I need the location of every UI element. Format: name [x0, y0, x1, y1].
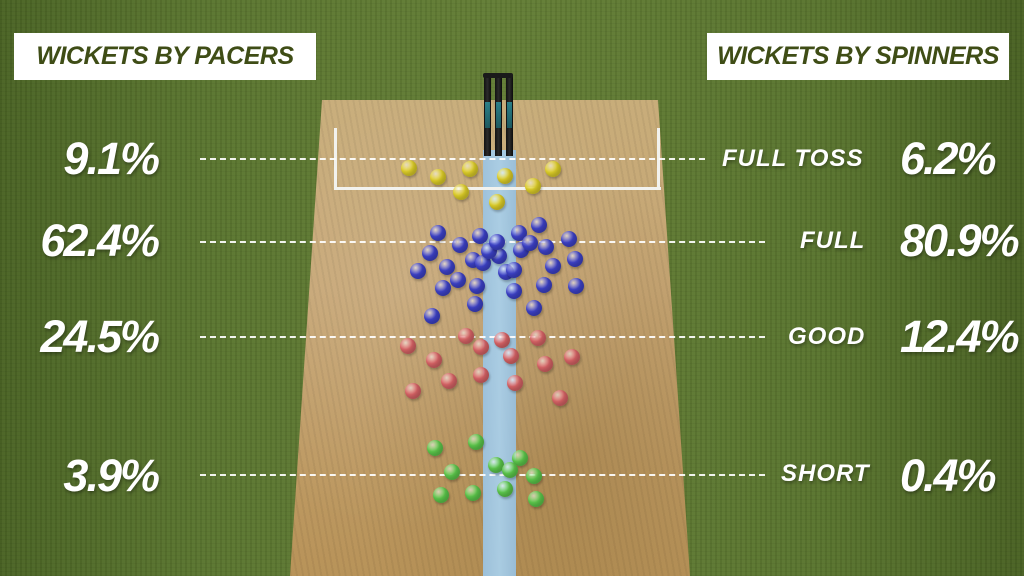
full-label: FULL: [800, 227, 866, 254]
full-ball-marker: [467, 296, 483, 312]
good-ball-marker: [473, 339, 489, 355]
good-guide-line: [200, 336, 765, 338]
pacers-full-pct: 62.4%: [40, 215, 160, 266]
full-toss-ball-marker: [401, 160, 417, 176]
full-toss-ball-marker: [497, 168, 513, 184]
full-toss-label: FULL TOSS: [722, 145, 864, 172]
short-label: SHORT: [781, 460, 870, 487]
pacers-header: WICKETS BY PACERS: [14, 33, 316, 80]
good-label: GOOD: [788, 323, 866, 350]
short-ball-marker: [444, 464, 460, 480]
good-ball-marker: [530, 330, 546, 346]
full-toss-ball-marker: [489, 194, 505, 210]
full-toss-ball-marker: [462, 161, 478, 177]
pacers-full-toss-pct: 9.1%: [63, 133, 160, 184]
full-ball-marker: [545, 258, 561, 274]
spinners-header: WICKETS BY SPINNERS: [707, 33, 1009, 80]
spinners-good-pct: 12.4%: [900, 311, 1020, 362]
good-ball-marker: [441, 373, 457, 389]
short-ball-marker: [488, 457, 504, 473]
stump-left: [484, 76, 491, 156]
full-ball-marker: [422, 245, 438, 261]
full-ball-marker: [469, 278, 485, 294]
short-ball-marker: [502, 462, 518, 478]
good-ball-marker: [405, 383, 421, 399]
full-ball-marker: [536, 277, 552, 293]
bails: [483, 73, 513, 78]
short-ball-marker: [497, 481, 513, 497]
stump-right: [506, 76, 513, 156]
spinners-short-pct: 0.4%: [900, 450, 997, 501]
full-ball-marker: [567, 251, 583, 267]
full-ball-marker: [430, 225, 446, 241]
full-ball-marker: [435, 280, 451, 296]
good-ball-marker: [426, 352, 442, 368]
spinners-full-pct: 80.9%: [900, 215, 1020, 266]
full-ball-marker: [472, 228, 488, 244]
short-ball-marker: [526, 468, 542, 484]
good-ball-marker: [507, 375, 523, 391]
full-ball-marker: [489, 234, 505, 250]
full-toss-ball-marker: [545, 161, 561, 177]
short-ball-marker: [528, 491, 544, 507]
full-ball-marker: [424, 308, 440, 324]
full-ball-marker: [561, 231, 577, 247]
good-ball-marker: [537, 356, 553, 372]
full-ball-marker: [439, 259, 455, 275]
good-ball-marker: [552, 390, 568, 406]
short-ball-marker: [512, 450, 528, 466]
full-ball-marker: [506, 283, 522, 299]
short-ball-marker: [468, 434, 484, 450]
short-ball-marker: [427, 440, 443, 456]
good-ball-marker: [494, 332, 510, 348]
full-toss-guide-line: [200, 158, 705, 160]
good-ball-marker: [503, 348, 519, 364]
full-ball-marker: [568, 278, 584, 294]
full-ball-marker: [452, 237, 468, 253]
full-ball-marker: [522, 235, 538, 251]
full-toss-ball-marker: [453, 184, 469, 200]
full-toss-ball-marker: [525, 178, 541, 194]
pacers-good-pct: 24.5%: [40, 311, 160, 362]
full-toss-ball-marker: [430, 169, 446, 185]
good-ball-marker: [400, 338, 416, 354]
stump-middle: [495, 76, 502, 156]
pacers-short-pct: 3.9%: [63, 450, 160, 501]
good-ball-marker: [473, 367, 489, 383]
full-ball-marker: [538, 239, 554, 255]
spinners-header-text: WICKETS BY SPINNERS: [717, 42, 999, 70]
full-ball-marker: [506, 262, 522, 278]
pacers-header-text: WICKETS BY PACERS: [36, 42, 294, 70]
short-ball-marker: [433, 487, 449, 503]
full-ball-marker: [526, 300, 542, 316]
full-ball-marker: [531, 217, 547, 233]
full-ball-marker: [410, 263, 426, 279]
short-guide-line: [200, 474, 765, 476]
good-ball-marker: [564, 349, 580, 365]
full-ball-marker: [450, 272, 466, 288]
popping-crease: [335, 187, 661, 190]
full-ball-marker: [475, 255, 491, 271]
short-ball-marker: [465, 485, 481, 501]
good-ball-marker: [458, 328, 474, 344]
spinners-full-toss-pct: 6.2%: [900, 133, 997, 184]
